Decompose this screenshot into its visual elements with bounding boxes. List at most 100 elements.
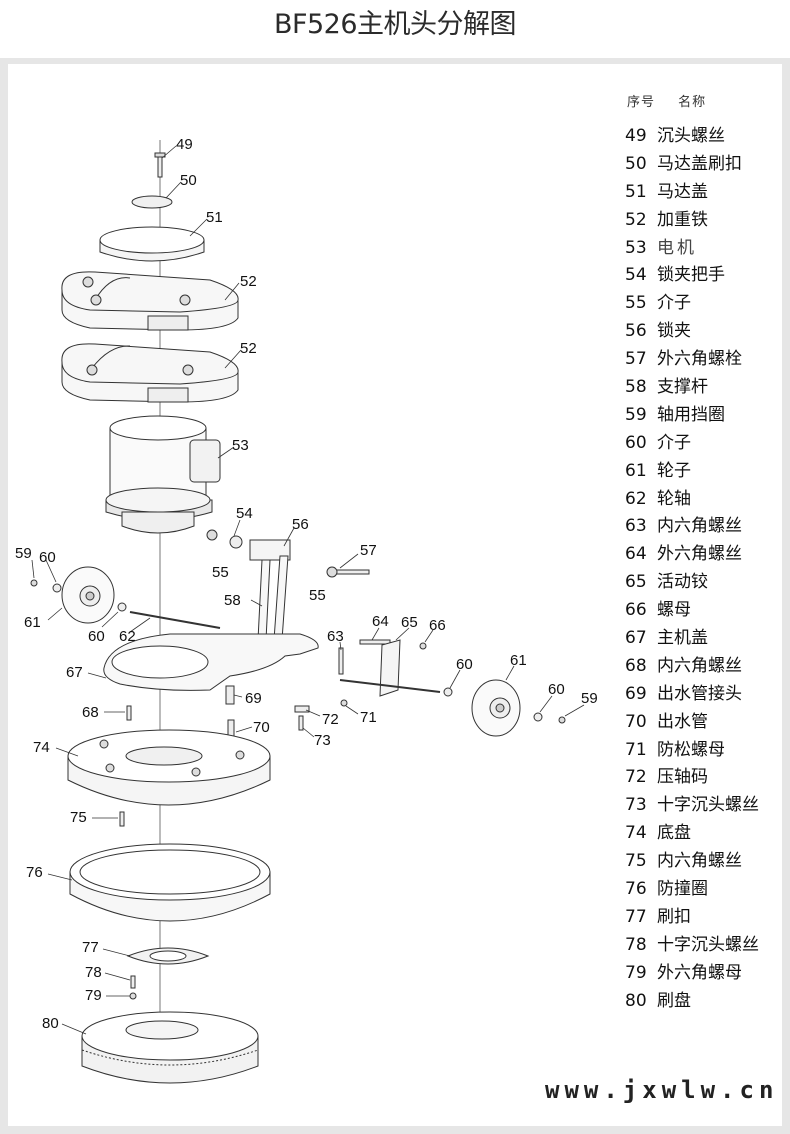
callout-66: 66 [429,617,446,634]
callout-75: 75 [70,809,87,826]
part-65-movable-hinge [379,639,401,697]
callout-79: 79 [85,987,102,1004]
page-title: BF526主机头分解图 [273,9,517,40]
legend-item-name: 出水管接头 [657,683,742,704]
legend-item-number: 50 [625,153,647,174]
legend-item-number: 72 [625,767,647,788]
callout-60-right: 60 [456,656,473,673]
legend-item: 50 马达盖刷扣 [625,152,759,180]
part-60-washer-left [52,583,62,593]
legend-item-number: 76 [625,879,647,900]
legend-item: 64 外六角螺丝 [625,542,759,570]
legend-item-number: 78 [625,934,647,955]
legend-item-name: 外六角螺丝 [657,544,742,565]
legend-item-number: 70 [625,711,647,732]
legend-item-name: 螺母 [657,600,691,621]
part-wheel-axle-right [339,679,441,693]
part-52-weight-iron-lower [61,343,239,403]
legend-item-name: 锁夹 [657,321,691,342]
legend-item-number: 74 [625,823,647,844]
legend-item-name: 电机 [657,237,697,258]
leader-lines [31,145,585,1035]
part-72-axle-clamp [294,705,310,713]
part-80-brush-disc [81,1011,259,1084]
legend-item-name: 介子 [657,293,691,314]
legend-item-name: 锁夹把手 [657,265,725,286]
title-bar: BF526主机头分解图 [0,0,790,58]
part-73-countersunk-screw [298,715,304,731]
legend-item-name: 防撞圈 [657,879,708,900]
callout-58: 58 [224,592,241,609]
part-75-socket-screw [119,811,125,827]
legend-item-name: 底盘 [657,823,691,844]
legend-item-name: 外六角螺母 [657,962,742,983]
legend-item-number: 61 [625,460,647,481]
legend-item-number: 63 [625,516,647,537]
legend-item-number: 77 [625,906,647,927]
part-53-motor [105,415,221,534]
legend-item-number: 56 [625,321,647,342]
legend-item-name: 轮子 [657,460,691,481]
part-77-brush-buckle [126,947,210,965]
legend-item-name: 活动铰 [657,572,708,593]
legend-item: 63 内六角螺丝 [625,514,759,542]
part-57-hex-bolt [326,566,370,578]
legend-item-number: 53 [625,237,647,258]
legend-item: 74 底盘 [625,821,759,849]
callout-69: 69 [245,690,262,707]
callout-65: 65 [401,614,418,631]
legend-item-number: 60 [625,432,647,453]
legend-item-name: 马达盖刷扣 [657,153,742,174]
legend-item-number: 68 [625,655,647,676]
callout-71: 71 [360,709,377,726]
legend-item-number: 49 [625,126,647,146]
legend-item-name: 支撑杆 [657,377,708,398]
part-79-hex-nut [129,992,137,1000]
legend-item-name: 内六角螺丝 [657,516,742,537]
part-78-countersunk-screw [130,975,136,989]
legend-item-number: 57 [625,349,647,370]
part-54-lock-clamp-handle [206,529,243,549]
legend-item-name: 内六角螺丝 [657,851,742,872]
legend-item: 76 防撞圈 [625,877,759,905]
part-68-socket-screw [126,705,132,721]
callout-50: 50 [180,172,197,189]
callout-70: 70 [253,719,270,736]
callout-60-left-inner: 60 [88,628,105,645]
part-76-bumper-ring [69,843,271,922]
callout-64: 64 [372,613,389,630]
callout-60-right-outer: 60 [548,681,565,698]
legend-item-number: 64 [625,544,647,565]
part-67-main-cover [103,633,319,691]
site-watermark: www.jxwlw.cn [545,1076,779,1104]
legend-item-name: 刷扣 [657,906,691,927]
part-74-chassis [67,729,271,806]
legend-item-number: 71 [625,739,647,760]
callout-67: 67 [66,664,83,681]
callout-53: 53 [232,437,249,454]
legend-item: 56 锁夹 [625,319,759,347]
callout-63: 63 [327,628,344,645]
legend-item: 61 轮子 [625,459,759,487]
part-66-nut [419,642,427,650]
callout-60-left: 60 [39,549,56,566]
part-63-socket-screw [338,647,344,675]
part-61-wheel-left [61,566,115,624]
